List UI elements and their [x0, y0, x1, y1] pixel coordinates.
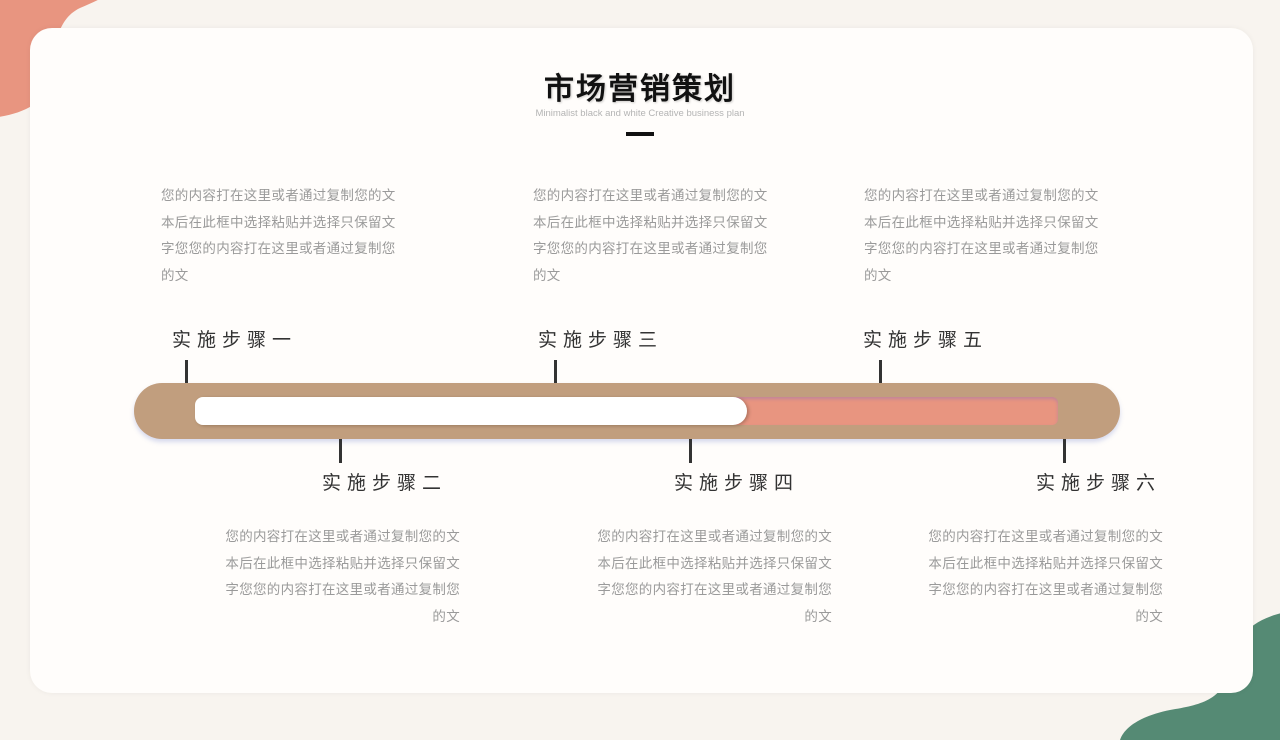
step-3-description: 您的内容打在这里或者通过复制您的文本后在此框中选择粘贴并选择只保留文字您您的内容… — [533, 188, 768, 284]
step-6-description: 您的内容打在这里或者通过复制您的文本后在此框中选择粘贴并选择只保留文字您您的内容… — [928, 529, 1163, 625]
step-6-label: 实施步骤六 — [1036, 472, 1162, 494]
step-3-marker — [554, 360, 557, 384]
timeline-remaining-bar — [735, 397, 1058, 425]
step-1-marker — [185, 360, 188, 384]
step-2-label: 实施步骤二 — [322, 472, 448, 494]
title-underline — [626, 132, 654, 136]
step-5-marker — [879, 360, 882, 384]
step-6-marker — [1063, 439, 1066, 463]
page-title: 市场营销策划 — [544, 72, 736, 107]
content-card — [30, 28, 1253, 693]
step-5-description: 您的内容打在这里或者通过复制您的文本后在此框中选择粘贴并选择只保留文字您您的内容… — [864, 188, 1099, 284]
step-1-description: 您的内容打在这里或者通过复制您的文本后在此框中选择粘贴并选择只保留文字您您的内容… — [161, 188, 396, 284]
page-subtitle: Minimalist black and white Creative busi… — [535, 108, 745, 119]
step-1-label: 实施步骤一 — [172, 329, 298, 351]
step-5-label: 实施步骤五 — [863, 329, 989, 351]
step-4-marker — [689, 439, 692, 463]
step-4-description: 您的内容打在这里或者通过复制您的文本后在此框中选择粘贴并选择只保留文字您您的内容… — [597, 529, 832, 625]
timeline-progress-bar — [195, 397, 747, 425]
step-2-marker — [339, 439, 342, 463]
step-4-label: 实施步骤四 — [674, 472, 800, 494]
step-3-label: 实施步骤三 — [538, 329, 664, 351]
step-2-description: 您的内容打在这里或者通过复制您的文本后在此框中选择粘贴并选择只保留文字您您的内容… — [225, 529, 460, 625]
